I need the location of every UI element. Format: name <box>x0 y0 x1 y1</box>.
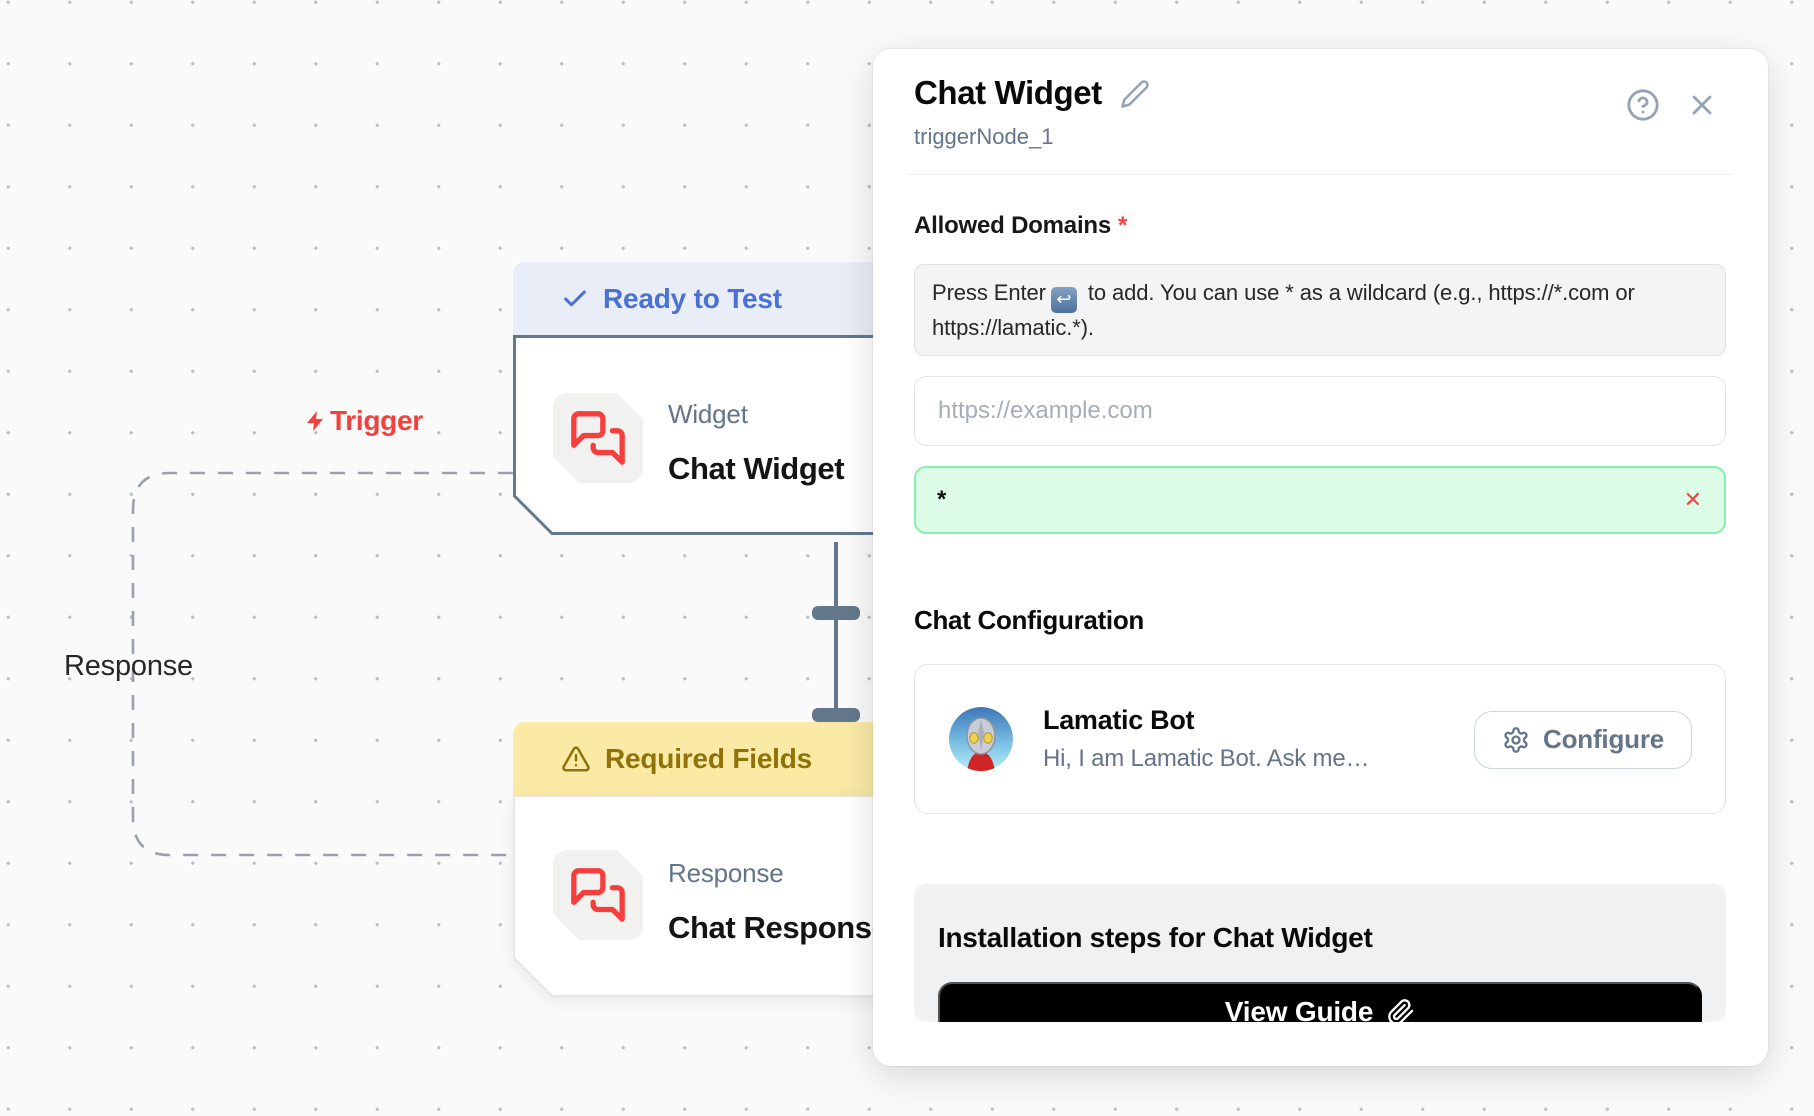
target-handle[interactable] <box>812 708 860 722</box>
installation-heading: Installation steps for Chat Widget <box>938 921 1373 953</box>
panel-title: Chat Widget <box>914 74 1102 111</box>
bot-avatar <box>949 706 1013 771</box>
view-guide-label: View Guide <box>1224 995 1374 1022</box>
domain-input[interactable] <box>914 375 1726 446</box>
source-handle[interactable] <box>812 606 860 620</box>
gear-icon <box>1502 726 1530 754</box>
node-connector-edge <box>834 542 838 712</box>
close-panel-icon[interactable] <box>1686 89 1718 121</box>
chat-bubbles-icon <box>553 850 643 940</box>
chat-widget-node-body[interactable]: Widget Chat Widget <box>513 335 963 620</box>
lightning-bolt-icon <box>304 407 328 435</box>
edit-title-pencil-icon[interactable] <box>1120 79 1150 109</box>
node-outline <box>513 796 963 997</box>
node-title: Chat Widget <box>668 451 845 486</box>
domain-tag-value: * <box>937 485 947 513</box>
node-config-panel: Chat Widget triggerNode_1 <box>873 49 1768 1066</box>
divider <box>906 174 1734 175</box>
ready-badge-label: Ready to Test <box>603 282 782 314</box>
node-id-label: triggerNode_1 <box>914 124 1054 149</box>
paperclip-icon <box>1387 998 1415 1022</box>
bot-config-card: Lamatic Bot Hi, I am Lamatic Bot. Ask me… <box>914 663 1726 814</box>
configure-button-label: Configure <box>1543 724 1664 754</box>
bot-description: Hi, I am Lamatic Bot. Ask me… <box>1043 744 1370 772</box>
allowed-domains-hint: Press Enter↩ to add. You can use * as a … <box>914 264 1726 356</box>
remove-tag-icon[interactable]: ✕ <box>1683 486 1702 512</box>
enter-key-icon: ↩ <box>1050 286 1077 313</box>
node-category-label: Response <box>668 858 784 888</box>
domain-tag-wildcard: * ✕ <box>914 465 1726 534</box>
chat-response-node-body[interactable]: Response Chat Response <box>513 796 963 997</box>
required-marker: * <box>1118 212 1128 239</box>
allowed-domains-label: Allowed Domains* <box>914 212 1128 239</box>
trigger-group-label: Trigger <box>304 405 423 437</box>
trigger-label-text: Trigger <box>330 405 423 436</box>
check-icon <box>561 285 589 313</box>
view-guide-button[interactable]: View Guide <box>938 981 1702 1022</box>
node-title: Chat Response <box>668 910 889 945</box>
chat-bubbles-icon <box>553 393 643 483</box>
help-icon[interactable] <box>1626 88 1660 122</box>
warning-triangle-icon <box>561 744 591 774</box>
bot-name: Lamatic Bot <box>1043 704 1195 735</box>
response-edge-label: Response <box>64 650 193 682</box>
configure-button[interactable]: Configure <box>1474 710 1692 769</box>
chat-configuration-heading: Chat Configuration <box>914 604 1145 635</box>
installation-section: Installation steps for Chat Widget View … <box>914 883 1726 1022</box>
required-badge-label: Required Fields <box>605 743 813 774</box>
node-category-label: Widget <box>668 399 748 429</box>
